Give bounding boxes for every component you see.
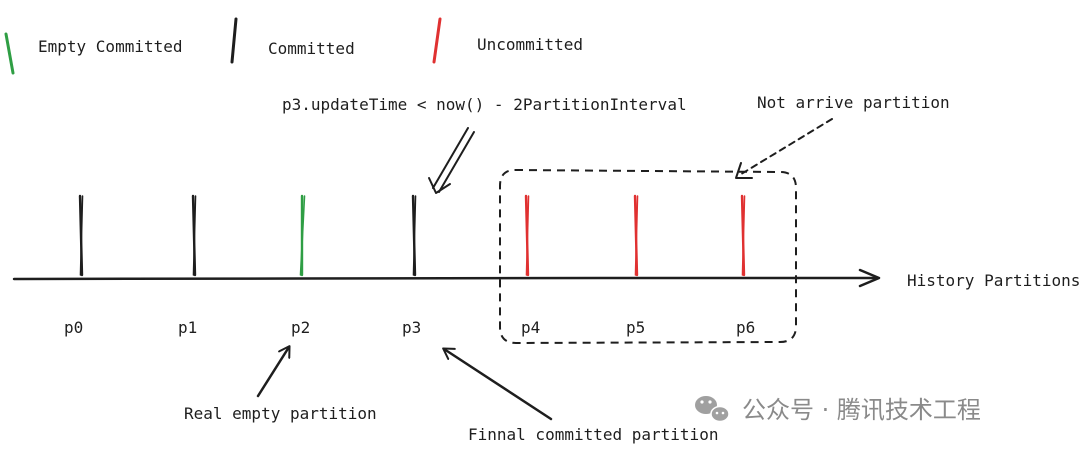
partition-label-p4: p4 xyxy=(521,318,540,337)
timeline-axis: History Partitions xyxy=(12,268,1080,290)
legend-green-mark xyxy=(4,32,15,75)
legend-committed-label: Committed xyxy=(268,39,355,58)
condition-annotation: p3.updateTime < now() - 2PartitionInterv… xyxy=(282,95,687,194)
axis-line xyxy=(12,276,880,281)
partition-stroke xyxy=(79,195,84,276)
final-committed-arrow xyxy=(442,347,553,421)
watermark-text: 公众号 · 腾讯技术工程 xyxy=(742,396,981,424)
partition-stroke xyxy=(192,195,197,276)
partition-mark-p1 xyxy=(191,194,197,277)
not-arrive-label: Not arrive partition xyxy=(757,93,950,112)
legend-red-mark xyxy=(432,17,442,64)
real-empty-arrow xyxy=(256,345,291,398)
axis-arrowhead xyxy=(858,268,881,288)
partition-mark-p0 xyxy=(78,194,84,277)
legend-uncommitted: Uncommitted xyxy=(432,17,583,64)
axis-label: History Partitions xyxy=(907,271,1080,290)
partition-label-p0: p0 xyxy=(64,318,83,337)
condition-arrow-line-b xyxy=(438,131,475,193)
partition-label-p6: p6 xyxy=(736,318,755,337)
partition-mark-p3 xyxy=(411,194,417,277)
partition-label-p2: p2 xyxy=(291,318,310,337)
final-committed-annotation: Finnal committed partition xyxy=(442,347,718,444)
partition-label-p1: p1 xyxy=(178,318,197,337)
partition-mark-p4 xyxy=(524,194,530,277)
partition-label-p5: p5 xyxy=(626,318,645,337)
real-empty-label: Real empty partition xyxy=(184,404,377,423)
not-arrive-arrowhead xyxy=(735,162,753,179)
partition-mark-p2 xyxy=(299,194,306,277)
legend-committed: Committed xyxy=(230,17,355,64)
partition-stroke xyxy=(525,195,530,276)
partition-mark-p6 xyxy=(740,194,746,277)
not-arrive-arrow xyxy=(737,118,833,177)
condition-label: p3.updateTime < now() - 2PartitionInterv… xyxy=(282,95,687,114)
partition-stroke xyxy=(634,195,639,276)
legend-black-mark xyxy=(230,17,238,64)
partition-stroke xyxy=(741,195,746,276)
condition-arrow-line-a xyxy=(432,127,469,189)
uncommitted-group-box xyxy=(499,168,797,345)
partition-mark-p5 xyxy=(633,194,639,277)
partition-marks xyxy=(78,194,746,277)
real-empty-annotation: Real empty partition xyxy=(184,345,377,423)
watermark: 公众号 · 腾讯技术工程 xyxy=(695,396,981,424)
legend-empty-committed-label: Empty Committed xyxy=(38,37,183,56)
legend-empty-committed: Empty Committed xyxy=(4,32,183,75)
not-arrive-annotation: Not arrive partition xyxy=(735,93,950,179)
legend-uncommitted-label: Uncommitted xyxy=(477,35,583,54)
partition-labels: p0 p1 p2 p3 p4 p5 p6 xyxy=(64,318,755,337)
partition-stroke xyxy=(412,195,417,276)
partition-label-p3: p3 xyxy=(402,318,421,337)
condition-arrowhead xyxy=(428,177,451,194)
partition-stroke xyxy=(299,195,306,276)
final-committed-label: Finnal committed partition xyxy=(468,425,718,444)
wechat-icon xyxy=(695,396,730,423)
legend: Empty Committed Committed Uncommitted xyxy=(4,17,583,75)
